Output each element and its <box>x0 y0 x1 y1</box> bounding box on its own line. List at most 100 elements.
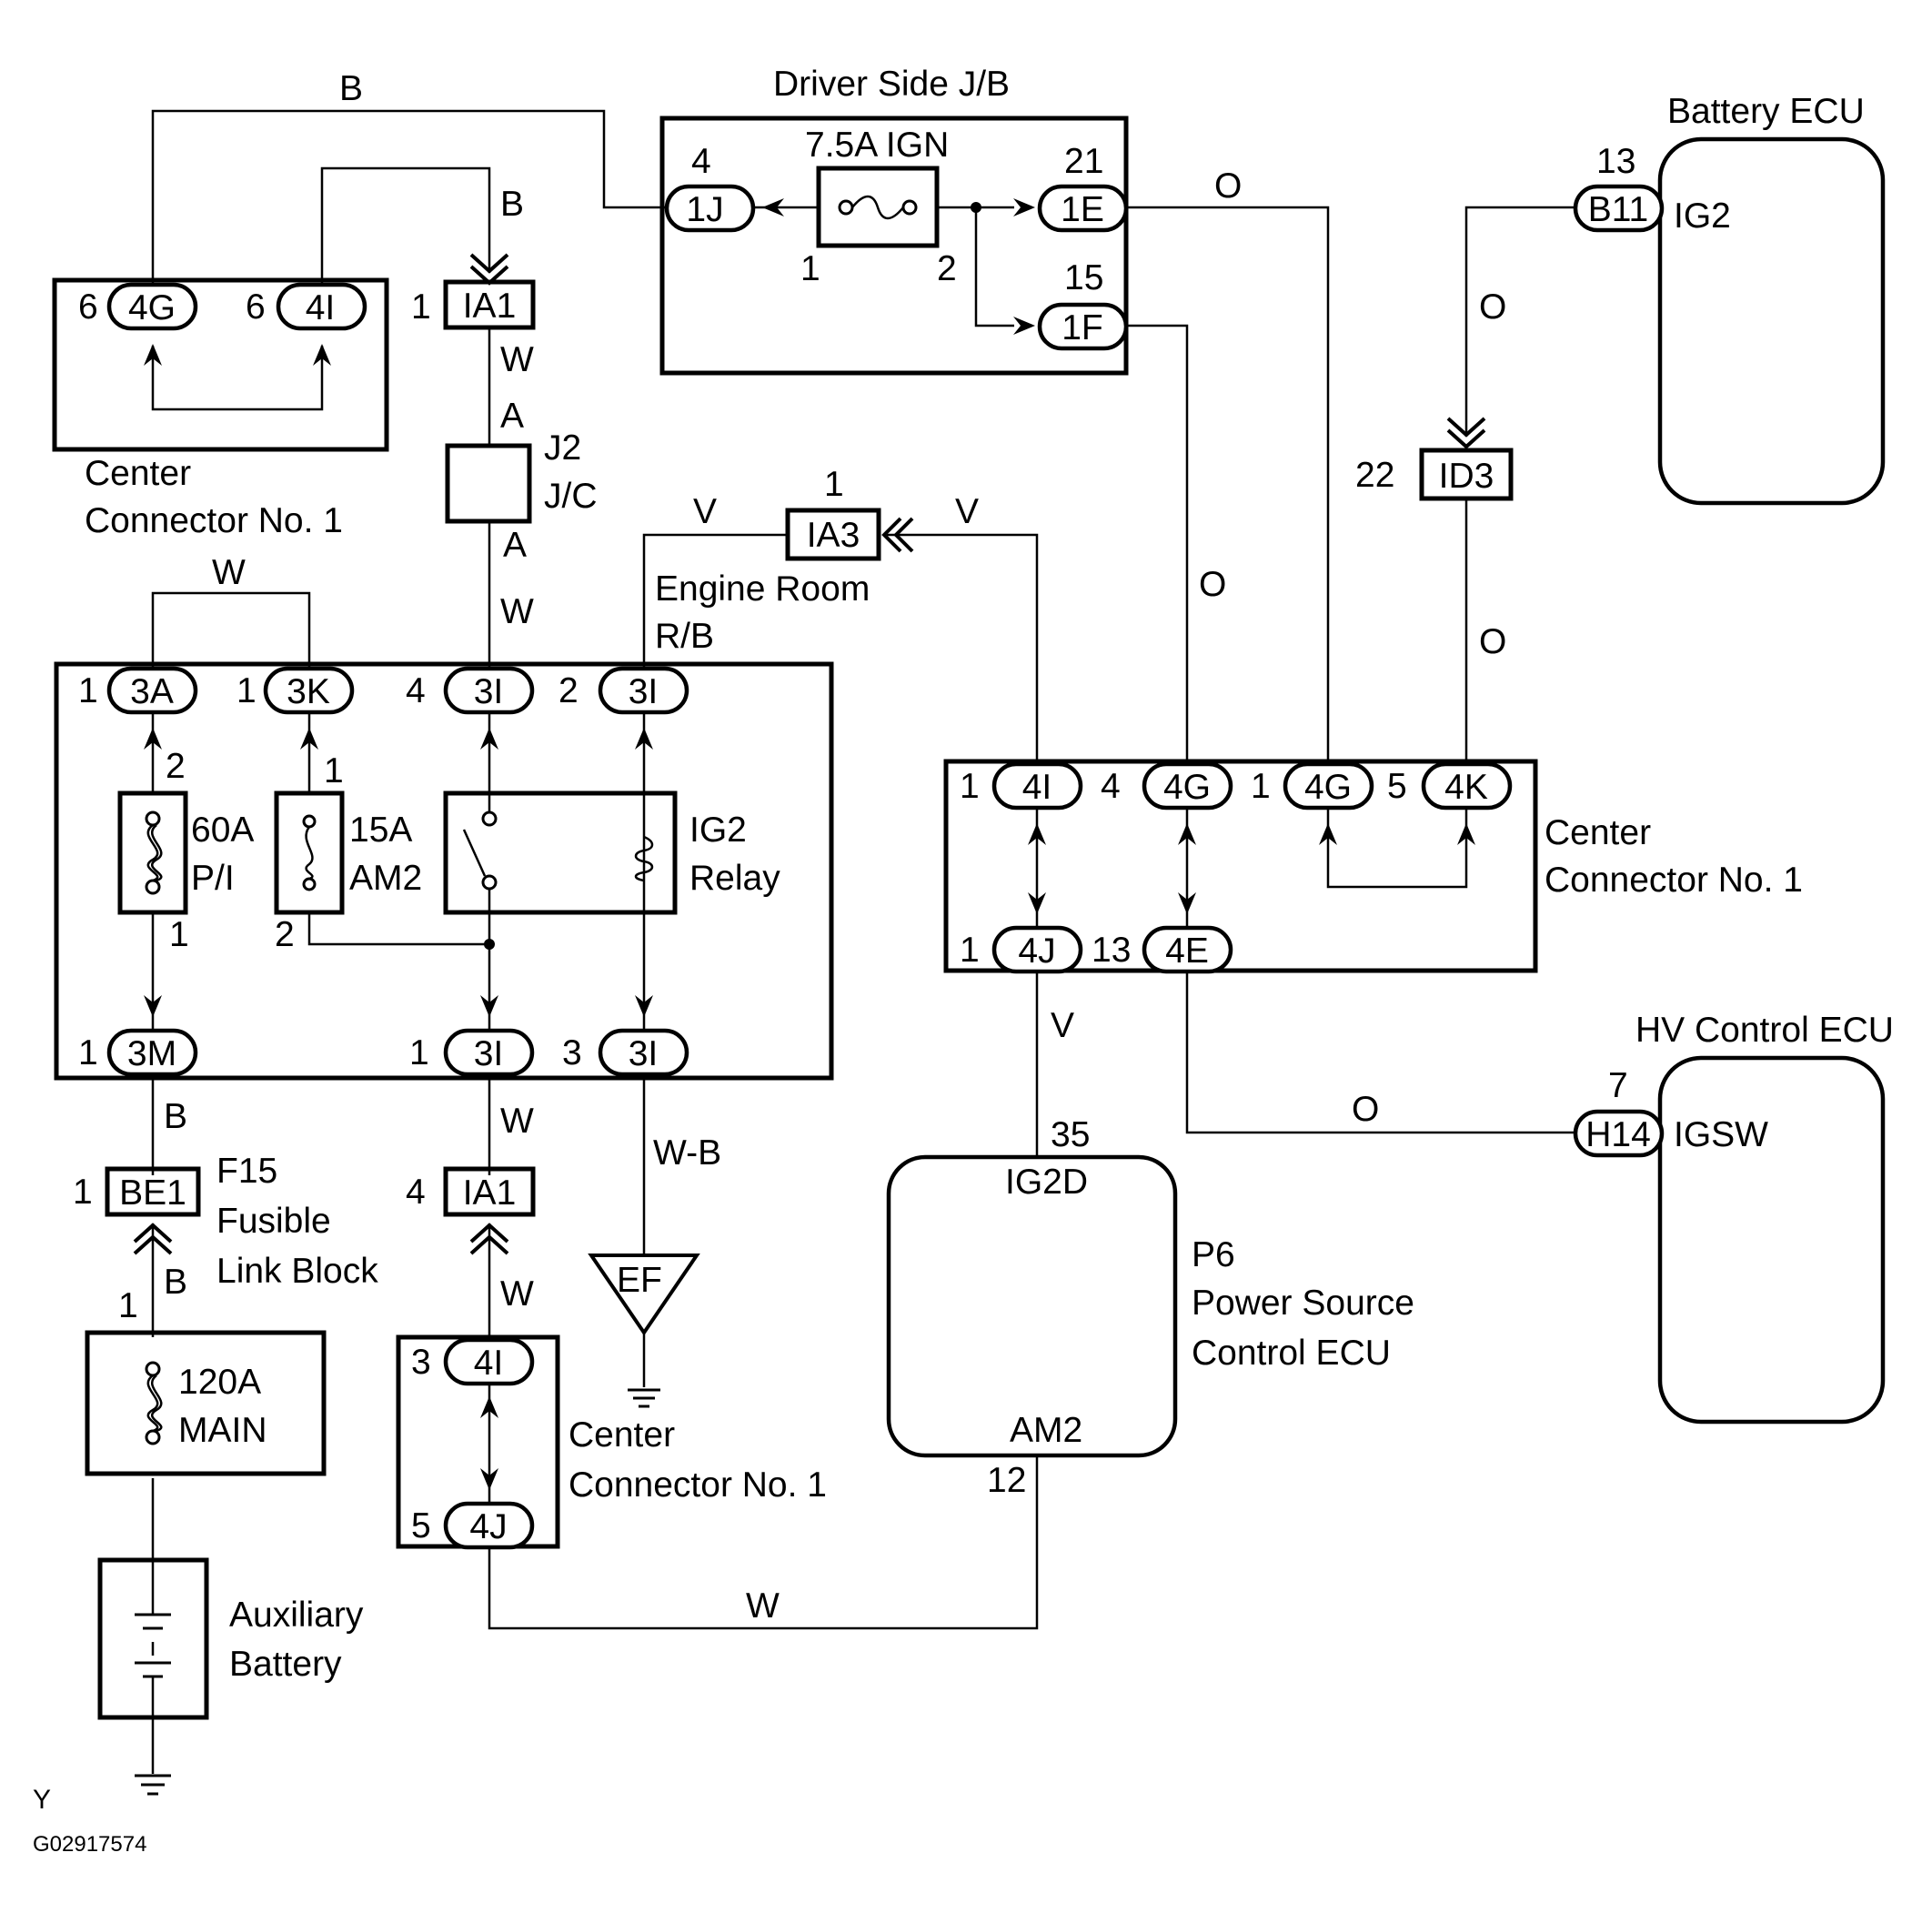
label-igsw: IGSW <box>1674 1115 1768 1154</box>
conn-ia1-bottom[interactable] <box>443 1166 536 1217</box>
wire-label-w3: W <box>212 553 246 592</box>
conn-label-ia1-top: IA1 <box>463 287 517 326</box>
pin-3i-a: 4 <box>406 671 426 710</box>
pin-4j-right: 1 <box>960 931 980 970</box>
conn-1j[interactable] <box>664 184 756 233</box>
conn-4i-left[interactable] <box>276 282 367 331</box>
wire-label-a2: A <box>503 526 527 565</box>
wire-label-w1: W <box>500 340 534 379</box>
pin-main: 1 <box>118 1286 138 1325</box>
conn-4g-right-a[interactable] <box>1142 761 1233 811</box>
pin-1f: 15 <box>1064 258 1103 297</box>
conn-label-4i-bottom: 4I <box>474 1344 504 1383</box>
conn-label-4g-left: 4G <box>128 288 176 327</box>
wire-o-4e-h14 <box>1185 971 1575 1134</box>
pin-ia1-top: 1 <box>411 287 431 327</box>
conn-label-b11: B11 <box>1588 190 1649 229</box>
conn-b11[interactable] <box>1573 184 1665 233</box>
wire-v-ia3-4i <box>887 533 1039 769</box>
conn-4i-bottom[interactable] <box>443 1337 535 1386</box>
conn-label-4i-right: 4I <box>1022 768 1052 807</box>
pin-3m: 1 <box>78 1033 98 1072</box>
conn-3i-d[interactable] <box>598 1028 689 1077</box>
conn-3i-c[interactable] <box>443 1028 535 1077</box>
connector-pills <box>106 184 1665 1550</box>
label-pi: P/I <box>191 859 235 898</box>
conn-4g-left[interactable] <box>106 282 198 331</box>
conn-h14[interactable] <box>1573 1109 1665 1158</box>
conn-ia3[interactable] <box>785 508 881 561</box>
conn-1e[interactable] <box>1037 184 1129 233</box>
conn-id3[interactable] <box>1419 448 1514 501</box>
pin-3i-d: 3 <box>562 1033 582 1072</box>
text-labels: Driver Side J/B 7.5A IGN Battery ECU IG2… <box>33 65 1894 1857</box>
conn-label-h14: H14 <box>1585 1115 1651 1154</box>
conn-label-3i-d: 3I <box>629 1034 659 1073</box>
conn-3m[interactable] <box>106 1028 198 1077</box>
pin-4g-right-b: 1 <box>1251 767 1271 806</box>
label-battery: Battery <box>229 1645 342 1684</box>
wire-label-v2: V <box>955 492 979 531</box>
chevrons <box>133 253 1486 1255</box>
pin-ia3: 1 <box>824 465 844 504</box>
label-60a: 60A <box>191 811 254 850</box>
label-main: MAIN <box>178 1411 267 1450</box>
conn-label-4g-right-b: 4G <box>1304 768 1352 807</box>
wire-label-w6: W <box>746 1586 780 1626</box>
label-center-bottom-1: Center <box>569 1415 675 1455</box>
conn-3a[interactable] <box>106 666 198 715</box>
wire-label-v3: V <box>1051 1006 1074 1045</box>
wire-label-w5: W <box>500 1274 534 1314</box>
ign-fuse <box>816 166 940 248</box>
wire-label-wb: W-B <box>653 1133 721 1173</box>
conn-4j-right[interactable] <box>991 925 1083 974</box>
label-center-bottom-2: Connector No. 1 <box>569 1465 827 1505</box>
fuse-60a <box>117 790 188 915</box>
conn-label-3a: 3A <box>130 672 174 711</box>
conn-4k[interactable] <box>1421 761 1513 811</box>
label-hv-ecu: HV Control ECU <box>1635 1011 1894 1050</box>
wire-label-v1: V <box>693 492 717 531</box>
pin-3i-b: 2 <box>558 671 579 710</box>
conn-label-3i-c: 3I <box>474 1034 504 1073</box>
wire-label-w2: W <box>500 592 534 631</box>
label-f15: F15 <box>216 1152 277 1191</box>
label-relay: Relay <box>689 859 780 898</box>
wire-v-3i-ia3 <box>642 533 788 670</box>
conn-4e[interactable] <box>1142 925 1233 974</box>
pin-h14: 7 <box>1608 1066 1628 1105</box>
pin-fuse-2: 2 <box>937 249 957 288</box>
center-connector-right-box <box>943 759 1538 973</box>
ground-symbol-battery <box>135 1774 171 1796</box>
conn-3k[interactable] <box>263 666 355 715</box>
pin-60-top: 2 <box>166 747 186 786</box>
battery-ecu-box <box>1657 136 1886 506</box>
label-engine-room: Engine Room <box>655 569 870 609</box>
pin-id3: 22 <box>1355 456 1394 495</box>
conn-1f[interactable] <box>1037 302 1129 351</box>
label-fusible: Fusible <box>216 1202 331 1241</box>
pin-4i-bottom: 3 <box>411 1343 431 1382</box>
wire-label-w4: W <box>500 1102 534 1141</box>
connector-squares <box>105 279 1514 1217</box>
conn-4i-right[interactable] <box>991 761 1083 811</box>
conn-be1[interactable] <box>105 1166 201 1217</box>
wire-label-b-mid: B <box>500 185 524 224</box>
conn-label-4e: 4E <box>1165 931 1209 971</box>
label-power-source: Power Source <box>1192 1284 1414 1323</box>
pin-15-bot: 2 <box>275 915 295 954</box>
pin-4i-right: 1 <box>960 767 980 806</box>
conn-4g-right-b[interactable] <box>1283 761 1374 811</box>
conn-4j-bottom[interactable] <box>443 1501 535 1550</box>
label-am2-pin: AM2 <box>1010 1411 1082 1450</box>
conn-label-1f: 1F <box>1062 308 1103 347</box>
wire-o-1f <box>1126 324 1189 769</box>
label-rb: R/B <box>655 617 714 656</box>
wire-label-o5: O <box>1352 1090 1379 1129</box>
conn-label-4k: 4K <box>1444 768 1488 807</box>
conn-3i-b[interactable] <box>598 666 689 715</box>
wire-4g-4k-short <box>1326 810 1468 889</box>
center-connector-left-box <box>52 277 389 452</box>
conn-3i-a[interactable] <box>443 666 535 715</box>
wire-label-o2: O <box>1479 287 1506 327</box>
